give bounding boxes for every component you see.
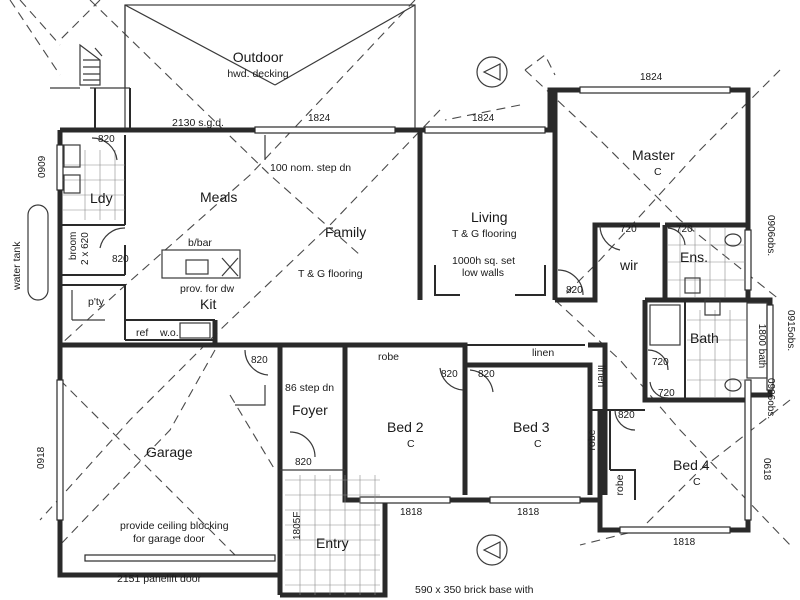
step86-label: 86 step dn	[285, 382, 334, 394]
master-label: Master	[632, 147, 675, 163]
bath-dim-label: 1800 bath	[756, 324, 767, 369]
pantry-label: p'ty	[88, 296, 105, 308]
ceiling-blocking-label-1: provide ceiling blocking	[120, 520, 229, 532]
wir-label: wir	[619, 257, 638, 273]
garage-label: Garage	[146, 444, 193, 460]
robe-vertical-2: robe	[614, 474, 626, 495]
laundry-label: Ldy	[90, 190, 113, 206]
sgd-label: 2130 s.g.d.	[172, 117, 224, 129]
dim-1824-a: 1824	[308, 113, 331, 124]
dim-0909: 0909	[37, 155, 48, 178]
entry-tiles	[285, 475, 380, 595]
bed2-c-label: C	[407, 438, 415, 450]
brick-base-label: 590 x 350 brick base with	[415, 584, 534, 596]
dim-1818-c: 1818	[673, 537, 696, 548]
door-swings	[91, 137, 686, 458]
water-tank	[27, 204, 49, 301]
windows	[56, 86, 774, 562]
dim-720-ens: 720	[676, 224, 693, 235]
bed2-label: Bed 2	[387, 419, 424, 435]
linen-side-label: linen	[595, 365, 607, 387]
entry-label: Entry	[316, 535, 349, 551]
dim-0906-obs-b: 0906obs.	[765, 378, 776, 419]
north-arrow-top	[476, 56, 508, 88]
dim-820-ldy: 820	[98, 134, 115, 145]
dim-720-bath: 720	[652, 357, 669, 368]
foyer-label: Foyer	[292, 402, 328, 418]
dim-1818-a: 1818	[400, 507, 423, 518]
wet-area-tiles	[62, 150, 746, 398]
deck-stair	[79, 43, 103, 86]
living-floor-label: T & G flooring	[452, 228, 517, 240]
low-walls-label-1: 1000h sq. set	[452, 255, 515, 267]
living-label: Living	[471, 209, 508, 225]
dim-820-entry: 820	[295, 457, 312, 468]
outdoor-label: Outdoor	[233, 49, 284, 65]
step-dn-label: 100 nom. step dn	[270, 162, 351, 174]
dim-0906-obs-a: 0906obs.	[765, 215, 776, 256]
linen-bed3-label: linen	[532, 347, 554, 359]
dim-720-wir: 720	[620, 224, 637, 235]
dim-820-foyer: 820	[251, 355, 268, 366]
ensuite-label: Ens.	[680, 249, 708, 265]
dim-820-living: 820	[566, 285, 583, 296]
dim-820-bed4: 820	[618, 410, 635, 421]
dim-820-bed2: 820	[441, 369, 458, 380]
kitchen-label: Kit	[200, 296, 216, 312]
bed3-label: Bed 3	[513, 419, 550, 435]
robe-vertical-1: robe	[586, 429, 598, 450]
wall-oven-label: w.o.	[159, 327, 179, 339]
robe-bed2-label: robe	[378, 351, 399, 363]
family-label: Family	[325, 224, 366, 240]
outdoor-sub-label: hwd. decking	[227, 68, 288, 80]
panelift-door-label: 2151 panelift door	[117, 573, 202, 585]
bed3-c-label: C	[534, 438, 542, 450]
dim-1824-c: 1824	[640, 72, 663, 83]
step-arrows	[235, 135, 266, 406]
water-tank-label: water tank	[11, 241, 23, 291]
ceiling-blocking-label-2: for garage door	[133, 533, 205, 545]
family-floor-label: T & G flooring	[298, 268, 363, 280]
dim-0915-obs: 0915obs.	[785, 310, 796, 351]
dim-0618: 0618	[761, 458, 772, 481]
north-arrow-bottom	[476, 534, 508, 566]
dim-820-bed3: 820	[478, 369, 495, 380]
ref-label: ref	[136, 327, 148, 339]
broom-label: broom	[68, 232, 79, 260]
dim-0918: 0918	[36, 446, 47, 469]
bed4-c-label: C	[693, 476, 701, 488]
fixtures	[63, 144, 768, 392]
living-low-walls	[434, 265, 546, 296]
broom-size-label: 2 x 620	[80, 232, 91, 265]
dim-820-broom: 820	[112, 254, 129, 265]
dim-1824-b: 1824	[472, 113, 495, 124]
bath-label: Bath	[690, 330, 719, 346]
roof-hip-lines	[9, 0, 791, 561]
tile-1805f-label: 1805F	[292, 512, 303, 540]
bbar-label: b/bar	[188, 237, 212, 249]
low-walls-label-2: low walls	[462, 267, 504, 279]
meals-label: Meals	[200, 189, 237, 205]
dim-1818-b: 1818	[517, 507, 540, 518]
master-c-label: C	[654, 166, 662, 178]
dim-720-wc: 720	[658, 388, 675, 399]
bed4-label: Bed 4	[673, 457, 710, 473]
prov-dw-label: prov. for dw	[180, 283, 234, 295]
